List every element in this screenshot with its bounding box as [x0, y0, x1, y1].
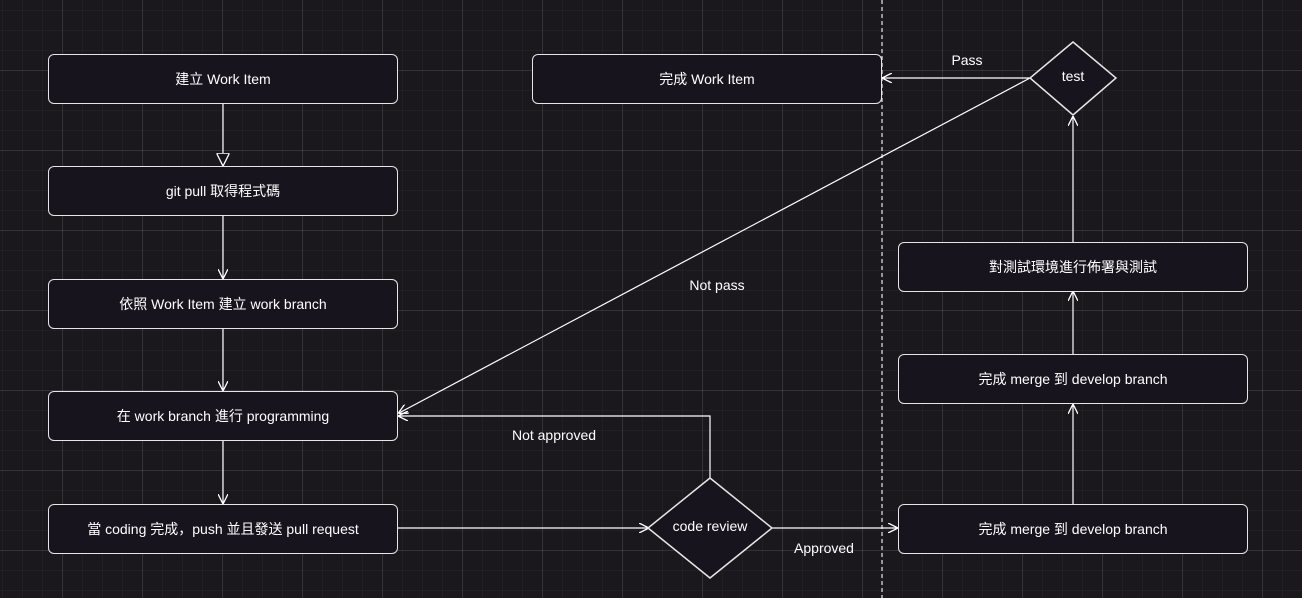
- pass-edge-label: Pass: [951, 52, 983, 68]
- edge-test-not-pass: [399, 77, 1031, 413]
- create-branch-node[interactable]: 依照 Work Item 建立 work branch: [48, 279, 398, 329]
- code-review-diamond[interactable]: [646, 477, 774, 579]
- merge-develop-node-lower[interactable]: 完成 merge 到 develop branch: [898, 504, 1248, 554]
- deploy-test-node[interactable]: 對測試環境進行佈署與測試: [898, 242, 1248, 292]
- programming-label: 在 work branch 進行 programming: [116, 408, 330, 424]
- pull-request-node[interactable]: 當 coding 完成，push 並且發送 pull request: [48, 504, 398, 554]
- merge-develop-label-upper: 完成 merge 到 develop branch: [978, 371, 1168, 387]
- code-review-label: code review: [672, 518, 748, 534]
- complete-work-item-label: 完成 Work Item: [659, 71, 755, 87]
- complete-work-item-node[interactable]: 完成 Work Item: [532, 54, 882, 104]
- pull-request-label: 當 coding 完成，push 並且發送 pull request: [87, 521, 359, 537]
- merge-develop-label-lower: 完成 merge 到 develop branch: [978, 521, 1168, 537]
- test-label: test: [1061, 68, 1085, 84]
- create-branch-label: 依照 Work Item 建立 work branch: [119, 296, 327, 312]
- git-pull-label: git pull 取得程式碼: [165, 183, 281, 199]
- not-pass-edge-label: Not pass: [689, 277, 745, 293]
- merge-develop-node-upper[interactable]: 完成 merge 到 develop branch: [898, 354, 1248, 404]
- git-pull-node[interactable]: git pull 取得程式碼: [48, 166, 398, 216]
- create-work-item-label: 建立 Work Item: [175, 71, 271, 87]
- edge-review-not-approved: [399, 416, 711, 478]
- deploy-test-label: 對測試環境進行佈署與測試: [989, 259, 1157, 275]
- create-work-item-node[interactable]: 建立 Work Item: [48, 54, 398, 104]
- not-approved-edge-label: Not approved: [511, 427, 597, 443]
- approved-edge-label: Approved: [794, 540, 854, 556]
- test-diamond[interactable]: [1028, 41, 1118, 116]
- programming-node[interactable]: 在 work branch 進行 programming: [48, 391, 398, 441]
